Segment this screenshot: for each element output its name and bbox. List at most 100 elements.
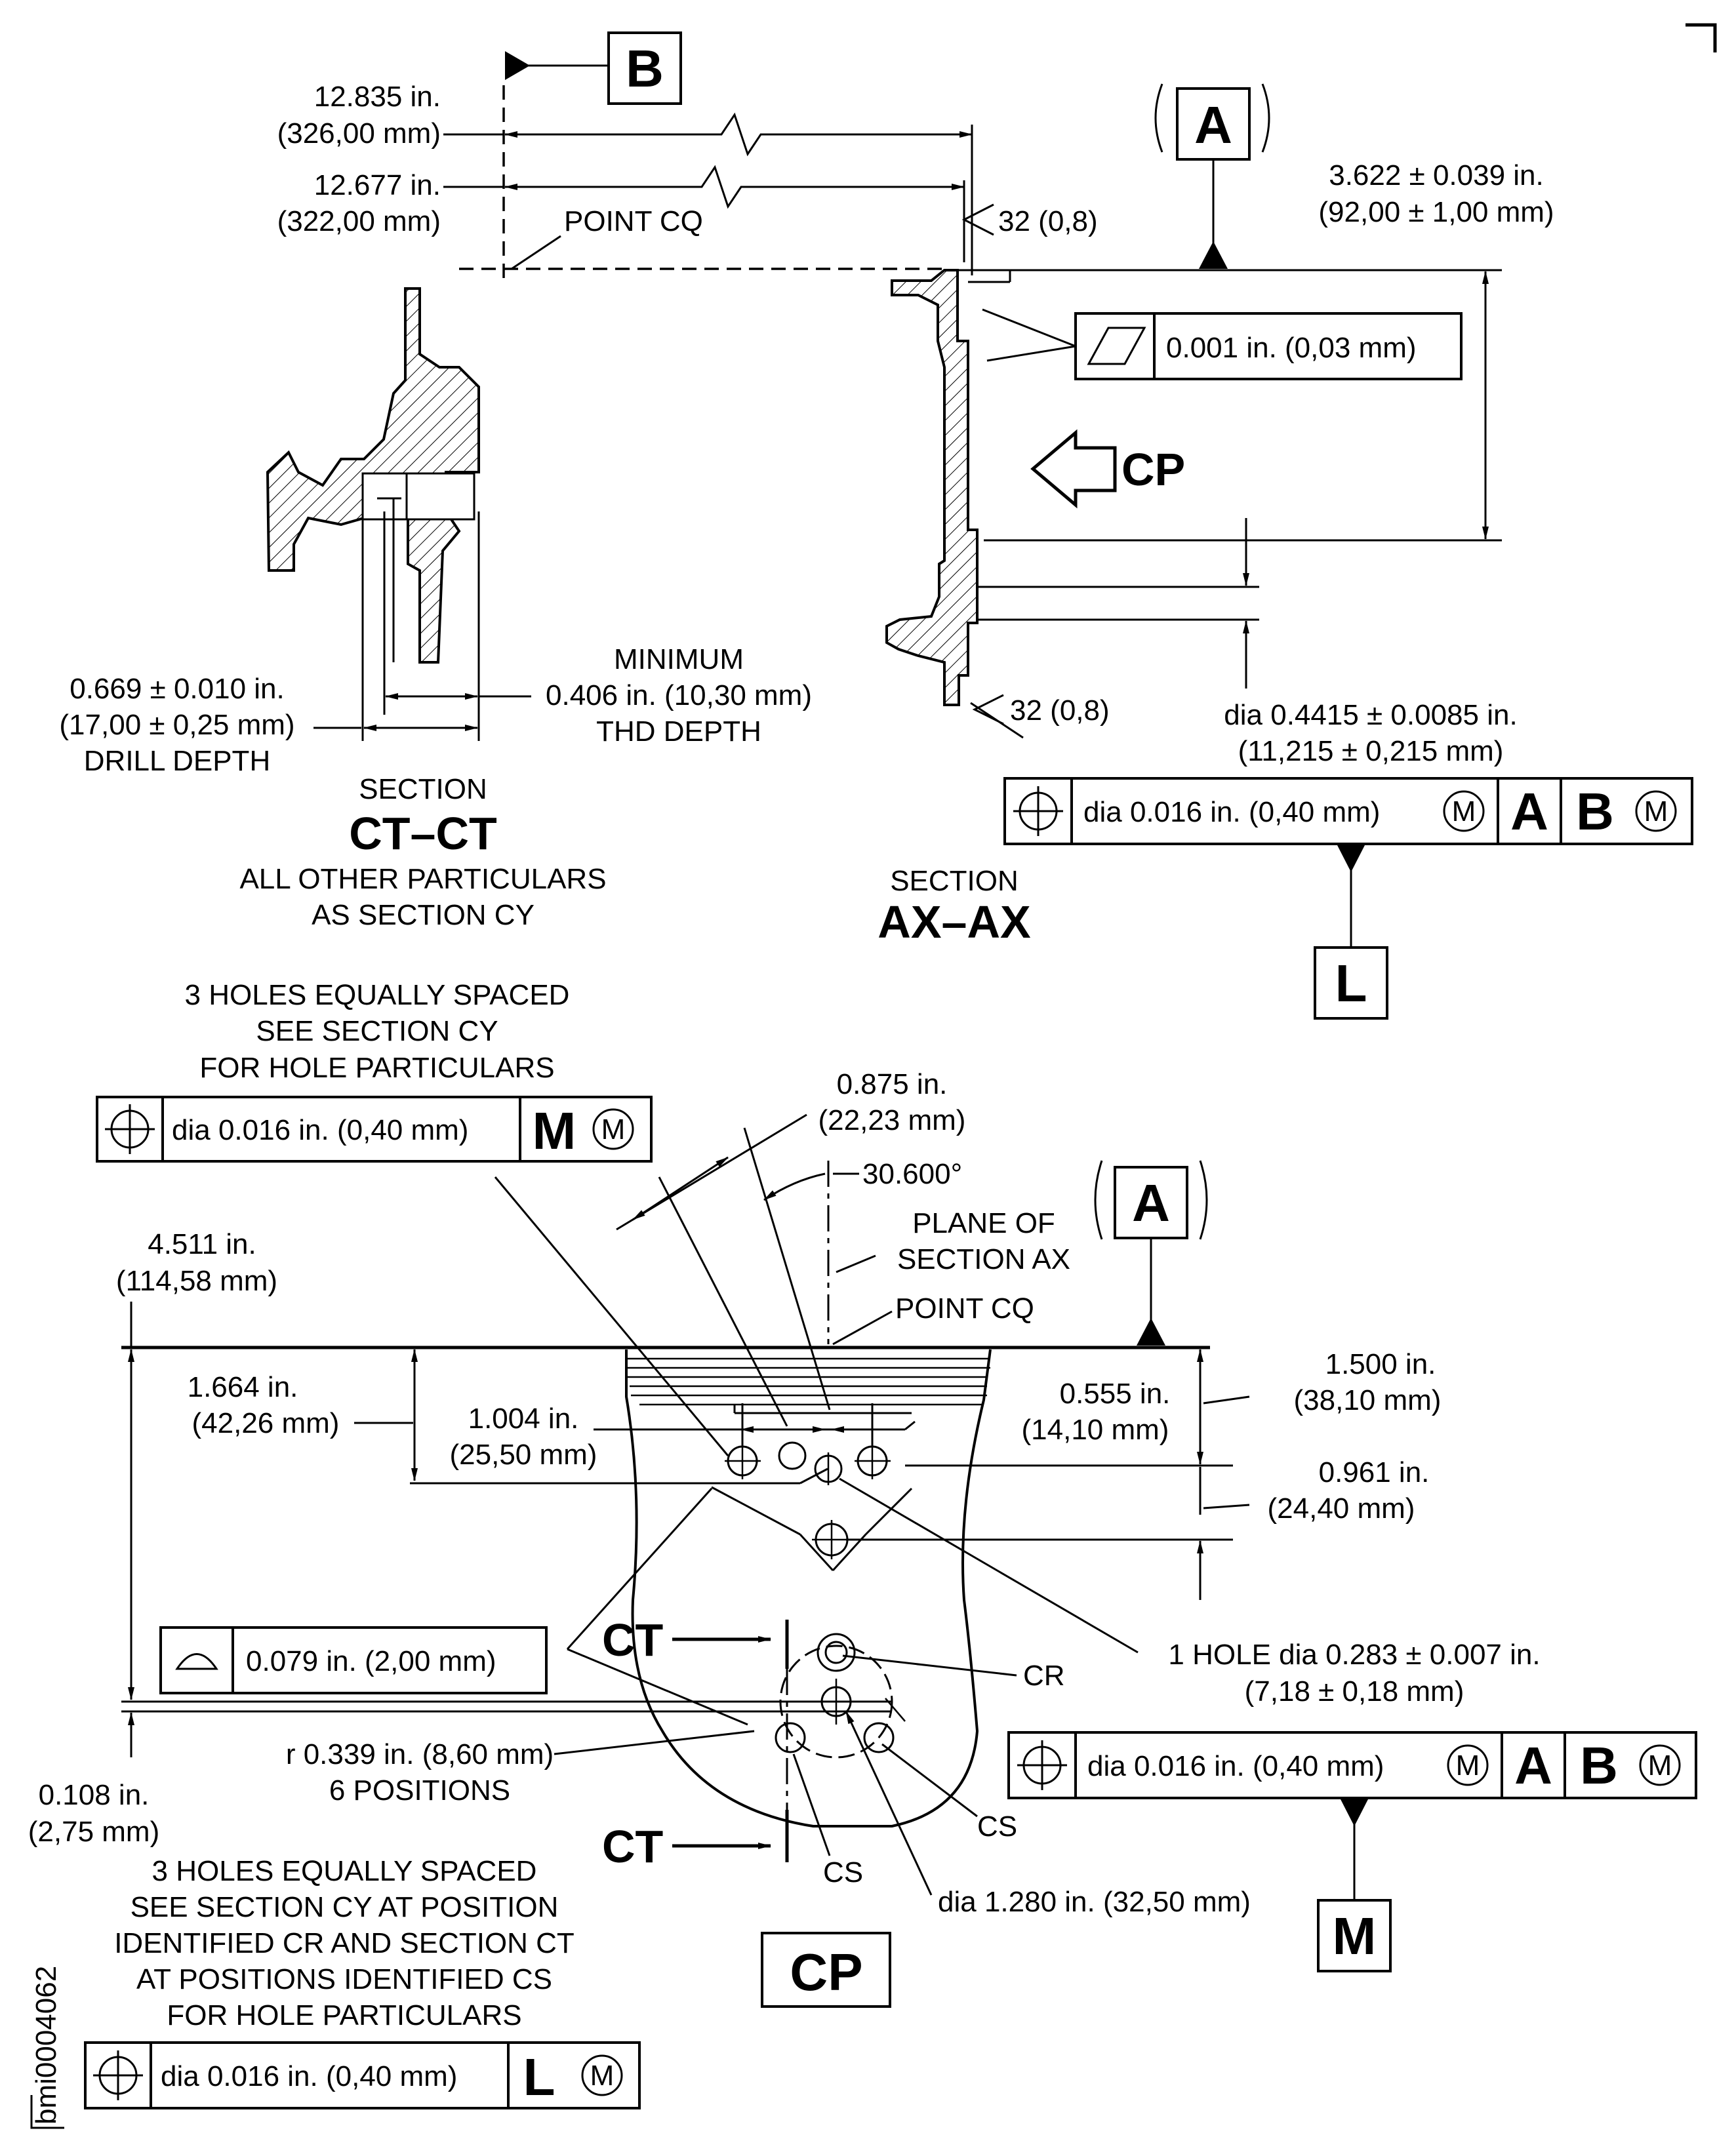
bottom-note-line1: 3 HOLES EQUALLY SPACED: [152, 1855, 537, 1887]
ct-section-marks: CT CT: [602, 1614, 789, 1872]
hole-dia-in: dia 0.4415 ± 0.0085 in.: [1224, 699, 1517, 731]
ct-label-bottom: CT: [602, 1821, 663, 1872]
section-ax-part: [885, 269, 979, 706]
finish-bottom: 32 (0,8): [1010, 694, 1110, 727]
dim-12677-in: 12.677 in.: [314, 169, 441, 201]
corner-mark: [1686, 23, 1717, 52]
view-cp-group: 3 HOLES EQUALLY SPACED SEE SECTION CY FO…: [28, 979, 1697, 2109]
fcf-right-datum-b: B: [1580, 1736, 1618, 1795]
dim-12835-mm: (326,00 mm): [277, 117, 441, 150]
holes-note-line1: 3 HOLES EQUALLY SPACED: [185, 979, 570, 1011]
cp-view-arrow-label: CP: [1121, 444, 1185, 495]
position-tol-top: dia 0.016 in. (0,40 mm): [172, 1114, 468, 1146]
dim-0108-mm: (2,75 mm): [28, 1816, 159, 1848]
thd-minimum: MINIMUM: [614, 643, 744, 675]
drawing-id-text: bmi0004062: [30, 1966, 62, 2125]
plane-line2: SECTION AX: [897, 1243, 1070, 1275]
fcf-ax-datum-a: A: [1510, 782, 1548, 841]
drawing-id: bmi0004062: [30, 1966, 64, 2129]
hole-note-line1: 1 HOLE dia 0.283 ± 0.007 in.: [1168, 1639, 1540, 1671]
holes-note-line3: FOR HOLE PARTICULARS: [199, 1052, 554, 1084]
bolt-circle-holes: [775, 1633, 906, 1759]
dim-0961-mm: (24,40 mm): [1268, 1492, 1415, 1525]
plane-line1: PLANE OF: [912, 1207, 1055, 1239]
dim-1500-mm: (38,10 mm): [1294, 1384, 1442, 1416]
dim-0108-in: 0.108 in.: [39, 1779, 150, 1811]
datum-b-label: B: [626, 39, 664, 98]
section-ax-group: B 12.835 in. (326,00 mm) 12.677 in. (322…: [277, 31, 1693, 1020]
section-ct-note1: ALL OTHER PARTICULARS: [239, 863, 606, 895]
fcf-right-datum-a: A: [1514, 1736, 1552, 1795]
radius-line2: 6 POSITIONS: [329, 1774, 510, 1807]
thd-depth: 0.406 in. (10,30 mm): [546, 679, 812, 711]
svg-text:M: M: [1452, 795, 1476, 828]
thd-depth-label: THD DEPTH: [596, 715, 761, 748]
dim-4511-mm: (114,58 mm): [116, 1265, 277, 1297]
cs-label-right: CS: [977, 1810, 1017, 1843]
holes-row: [725, 1441, 891, 1559]
svg-text:M: M: [1648, 1749, 1672, 1782]
flatness-fcf: 0.001 in. (0,03 mm): [982, 308, 1463, 380]
cp-view-arrow: CP: [1030, 429, 1185, 509]
dim-1664-mm: (42,26 mm): [192, 1407, 340, 1439]
datum-a-top: A: [1154, 83, 1270, 269]
position-fcf-top: dia 0.016 in. (0,40 mm) M M: [96, 1096, 653, 1163]
point-cq-label-ax: POINT CQ: [564, 205, 703, 237]
dim-0875-in: 0.875 in.: [837, 1068, 948, 1100]
section-ct-title: CT–CT: [349, 808, 497, 859]
dim-1664-in: 1.664 in.: [188, 1371, 298, 1403]
dim-0555-mm: (14,10 mm): [1022, 1414, 1169, 1446]
dim-1004-in: 1.004 in.: [468, 1403, 579, 1435]
position-fcf-cp-right: dia 0.016 in. (0,40 mm) M A B M M: [1007, 1731, 1697, 1972]
section-ct-note2: AS SECTION CY: [312, 899, 535, 931]
drill-depth-mm: (17,00 ± 0,25 mm): [59, 709, 294, 741]
bolt-circle-dia: dia 1.280 in. (32,50 mm): [938, 1886, 1251, 1918]
dim-4511-in: 4.511 in.: [148, 1228, 256, 1260]
dim-3622-mm: (92,00 ± 1,00 mm): [1318, 196, 1554, 228]
bottom-note-line3: IDENTIFIED CR AND SECTION CT: [114, 1927, 575, 1959]
dim-1004-mm: (25,50 mm): [450, 1439, 597, 1471]
ct-label-top: CT: [602, 1614, 663, 1666]
datum-a-label-top: A: [1194, 96, 1232, 154]
dim-12835-in: 12.835 in.: [314, 81, 441, 113]
datum-m-label: M: [1333, 1907, 1377, 1965]
fcf-ax-datum-b: B: [1576, 782, 1614, 841]
dim-12677-mm: (322,00 mm): [277, 205, 441, 237]
point-cq-label-cp: POINT CQ: [895, 1292, 1034, 1325]
svg-text:M: M: [590, 2060, 615, 2092]
drill-depth-label: DRILL DEPTH: [84, 745, 270, 777]
svg-text:M: M: [1644, 795, 1668, 828]
dim-0961-in: 0.961 in.: [1319, 1456, 1430, 1488]
cp-top-band: [626, 1357, 990, 1406]
bottom-note-line4: AT POSITIONS IDENTIFIED CS: [136, 1963, 552, 1995]
drill-depth-in: 0.669 ± 0.010 in.: [70, 673, 285, 705]
section-ct-group: MINIMUM 0.406 in. (10,30 mm) THD DEPTH 0…: [59, 287, 812, 931]
cr-label: CR: [1023, 1660, 1065, 1692]
hole-note-line2: (7,18 ± 0,18 mm): [1245, 1675, 1464, 1708]
cp-part-outline: [625, 1349, 992, 1827]
dim-1500-in: 1.500 in.: [1325, 1348, 1436, 1380]
fcf-top-datum: M: [533, 1102, 576, 1160]
holes-note-line2: SEE SECTION CY: [256, 1015, 498, 1047]
flatness-tol: 0.001 in. (0,03 mm): [1166, 332, 1417, 364]
profile-fcf: 0.079 in. (2,00 mm): [159, 1487, 748, 1726]
datum-l-label: L: [1335, 954, 1367, 1012]
dim-0555-in: 0.555 in.: [1060, 1378, 1171, 1410]
datum-a-label-cp: A: [1132, 1174, 1170, 1232]
datum-a-cp: A: [1094, 1160, 1208, 1346]
cp-view-title: CP: [790, 1943, 862, 2001]
svg-text:M: M: [601, 1113, 626, 1146]
datum-b-flag: B: [505, 31, 682, 105]
radius-line1: r 0.339 in. (8,60 mm): [286, 1738, 554, 1770]
dim-0875-mm: (22,23 mm): [818, 1104, 966, 1136]
profile-tol: 0.079 in. (2,00 mm): [246, 1645, 496, 1677]
fcf-bottom-datum: L: [523, 2048, 555, 2106]
hole-dia-mm: (11,215 ± 0,215 mm): [1238, 735, 1504, 767]
bottom-note-line2: SEE SECTION CY AT POSITION: [131, 1891, 559, 1923]
section-ct-label: SECTION: [359, 773, 487, 805]
angle-label: 30.600°: [862, 1158, 962, 1190]
position-fcf-bottom: dia 0.016 in. (0,40 mm) L M: [84, 2041, 641, 2109]
svg-text:M: M: [1456, 1749, 1480, 1782]
section-ax-title: AX–AX: [878, 896, 1031, 948]
